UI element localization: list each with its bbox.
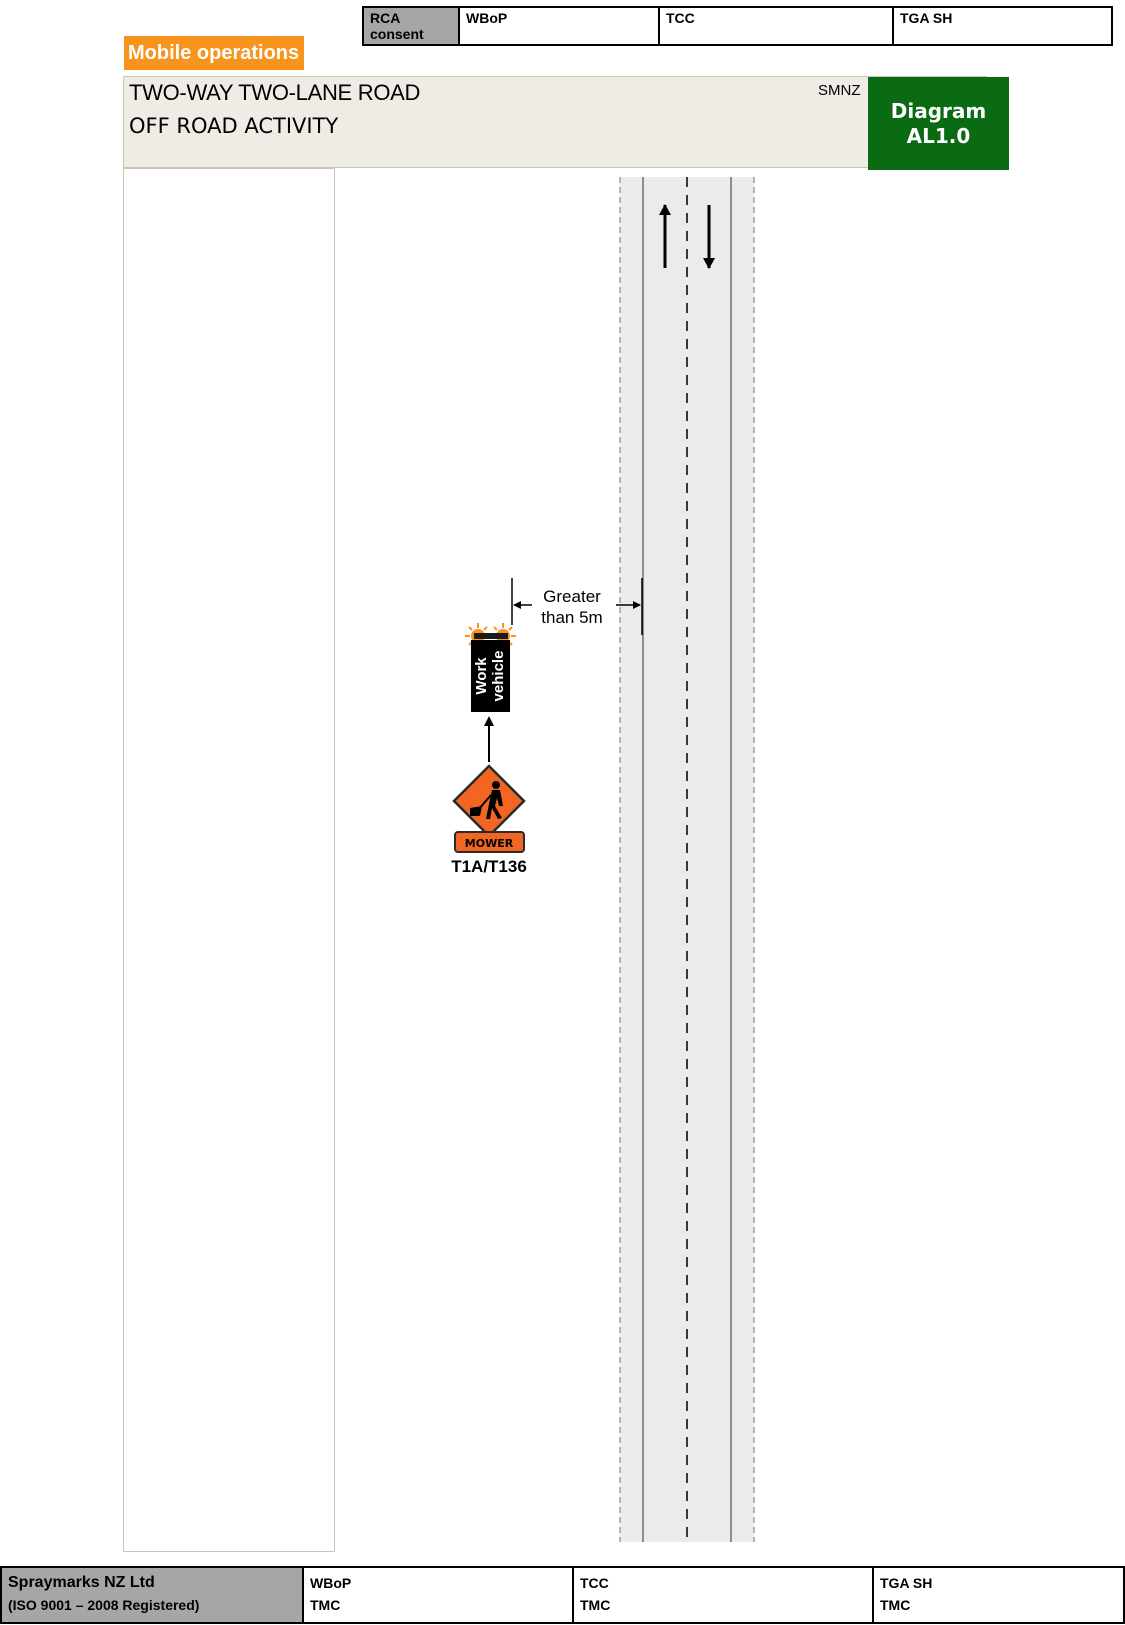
distance-label-line1: Greater	[543, 587, 601, 606]
direction-arrows	[659, 204, 715, 269]
consent-col-tcc: TCC	[660, 8, 894, 44]
footer-col-sub: TMC	[580, 1597, 611, 1613]
footer-col-title: TGA SH	[880, 1575, 933, 1591]
sign-code-label: T1A/T136	[451, 857, 527, 876]
distance-label-line2: than 5m	[541, 608, 602, 627]
worker-figure-icon	[470, 781, 503, 819]
footer-col-tcc: TCC TMC	[574, 1568, 874, 1622]
worker-sign-icon	[452, 764, 526, 838]
page-subtitle: OFF ROAD ACTIVITY	[129, 114, 339, 138]
rca-consent-label: RCA consent	[364, 8, 460, 44]
footer-col-tga-sh: TGA SH TMC	[874, 1568, 1123, 1622]
footer-col-title: WBoP	[310, 1575, 352, 1591]
footer-col-wbop: WBoP TMC	[304, 1568, 574, 1622]
page-title: TWO-WAY TWO-LANE ROAD	[129, 80, 421, 105]
distance-dimension: Greater than 5m	[511, 578, 643, 635]
org-code: SMNZ	[818, 82, 861, 99]
footer-col-title: TCC	[580, 1575, 609, 1591]
mobile-operations-tag: Mobile operations	[124, 36, 304, 70]
footer-company-cell: Spraymarks NZ Ltd (ISO 9001 – 2008 Regis…	[2, 1568, 304, 1622]
mower-plate	[454, 831, 525, 853]
consent-col-tga-sh: TGA SH	[900, 10, 953, 26]
vehicle-label-line2: vehicle	[490, 651, 507, 702]
mower-plate-text: MOWER	[465, 837, 514, 850]
company-name: Spraymarks NZ Ltd	[8, 1574, 155, 1591]
rca-consent-table: RCA consent WBoP TCC TGA SH	[362, 6, 1113, 46]
footer-col-sub: TMC	[880, 1597, 911, 1613]
vehicle-label-line1: Work	[473, 657, 490, 695]
beacon-bar	[474, 633, 508, 639]
footer-table: Spraymarks NZ Ltd (ISO 9001 – 2008 Regis…	[0, 1566, 1125, 1624]
header-band	[123, 76, 987, 168]
diagram-code: AL1.0	[906, 123, 971, 148]
work-vehicle: Work vehicle	[465, 623, 516, 712]
consent-col-wbop: WBoP	[460, 8, 660, 44]
footer-col-sub: TMC	[310, 1597, 341, 1613]
diagram-code-badge: Diagram AL1.0	[868, 77, 1009, 170]
company-registration: (ISO 9001 – 2008 Registered)	[8, 1597, 200, 1613]
vehicle-body	[471, 640, 510, 712]
diagram-word: Diagram	[890, 98, 987, 123]
roadworks-sign: MOWER T1A/T136	[451, 764, 527, 876]
notes-panel	[123, 168, 335, 1552]
